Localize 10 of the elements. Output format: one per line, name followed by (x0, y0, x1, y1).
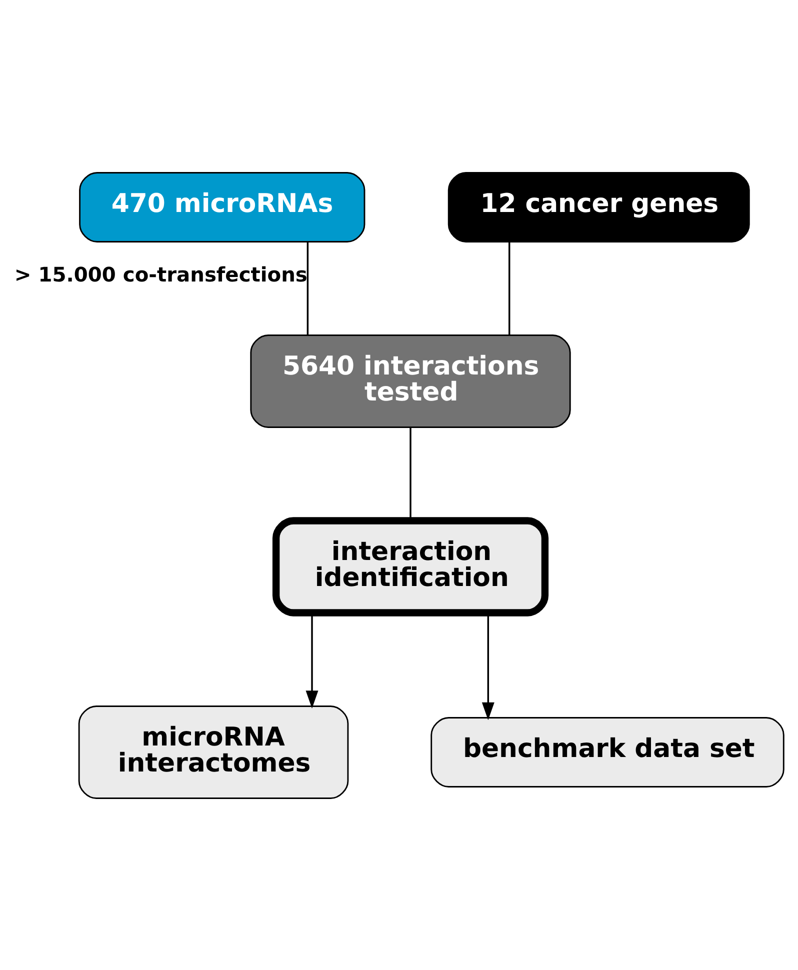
node-box: interaction identification (272, 516, 549, 616)
connector (410, 427, 412, 520)
node-box: 470 microRNAs (79, 172, 366, 242)
edge-label: > 15.000 co-transfections (14, 262, 308, 286)
node-box: 12 cancer genes (448, 172, 750, 242)
connector (306, 242, 309, 334)
node-box: microRNA interactomes (78, 705, 349, 798)
node-box: 5640 interactions tested (250, 334, 571, 428)
connector (508, 242, 510, 334)
node-box: benchmark data set (430, 716, 784, 787)
